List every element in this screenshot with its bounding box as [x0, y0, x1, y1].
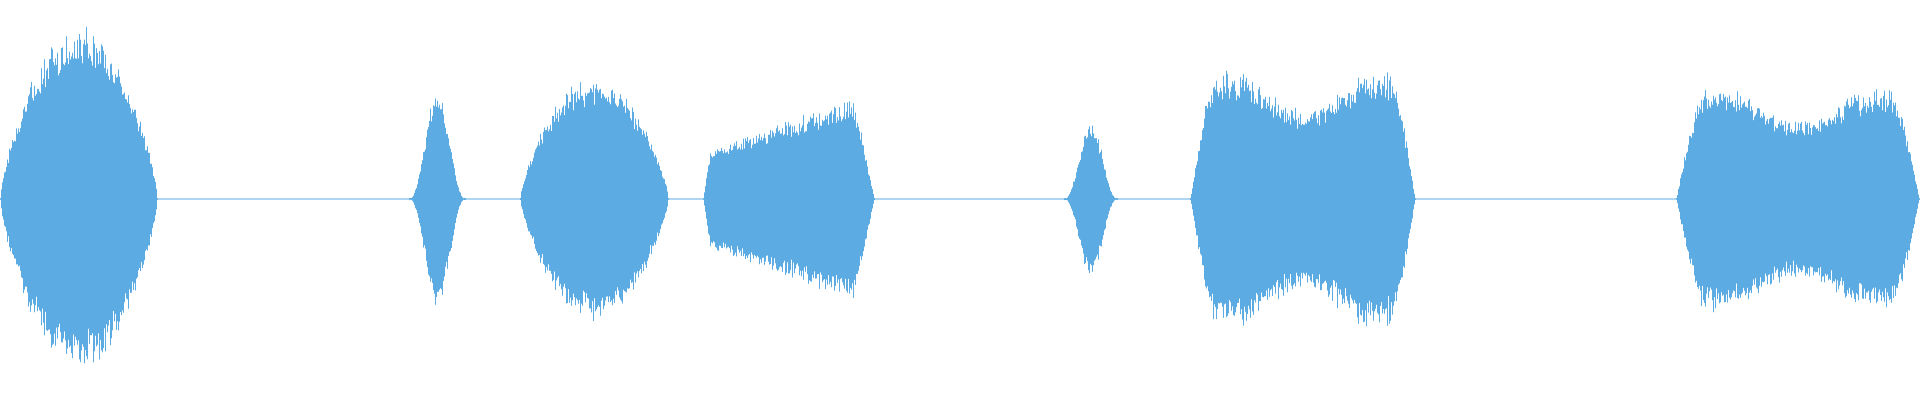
waveform-segment-6 — [1190, 70, 1416, 327]
waveform-bars — [0, 26, 1920, 364]
waveform-segment-4 — [703, 101, 875, 298]
waveform-segment-3 — [520, 82, 669, 321]
waveform-segment-2 — [409, 98, 466, 305]
waveform-segment-7 — [1676, 89, 1920, 313]
waveform-segment-5 — [1064, 125, 1118, 273]
waveform-segment-1 — [0, 26, 158, 364]
